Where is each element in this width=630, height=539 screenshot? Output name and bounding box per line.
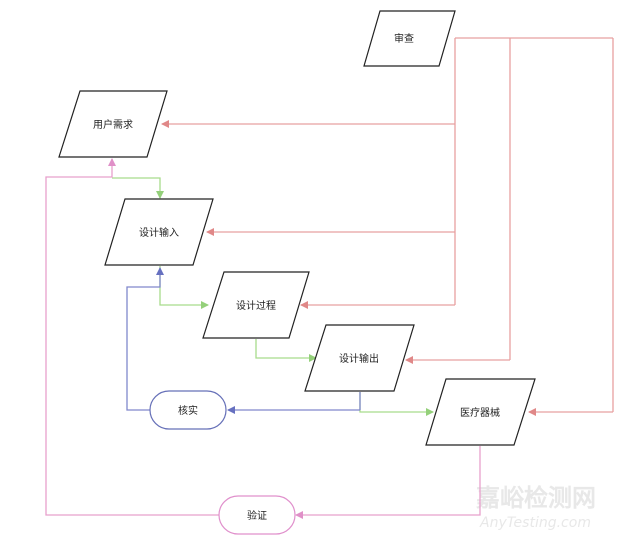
medical-device-label: 医疗器械 (460, 406, 500, 419)
arrow-validation-to-user-needs (45, 158, 219, 516)
verification-label: 核实 (178, 404, 198, 417)
node-verification[interactable]: 核实 (149, 390, 227, 430)
arrow-verification-to-input (126, 267, 164, 411)
watermark-cn: 嘉峪检测网 (476, 484, 596, 512)
design-output-label: 设计输出 (339, 352, 379, 365)
design-output-shape (304, 324, 415, 392)
arrow-output-to-device (359, 392, 434, 416)
user-needs-shape (58, 90, 168, 158)
node-validation[interactable]: 验证 (218, 495, 296, 535)
arrow-user-needs-to-input (112, 177, 164, 199)
design-process-shape (202, 271, 310, 339)
node-design-input[interactable]: 设计输入 (104, 198, 214, 266)
arrow-input-to-process (159, 266, 209, 309)
review-label: 审查 (394, 32, 414, 45)
verification-shape (149, 390, 227, 430)
node-review[interactable]: 审查 (363, 10, 456, 67)
medical-device-shape (425, 378, 536, 446)
arrow-device-to-validation (295, 446, 481, 519)
arrow-process-to-output (255, 339, 317, 362)
user-needs-label: 用户需求 (93, 118, 133, 131)
verification-arrows (126, 267, 361, 414)
review-arrows (161, 37, 614, 416)
watermark-en: AnyTesting.com (479, 515, 591, 531)
node-design-output[interactable]: 设计输出 (304, 324, 415, 392)
validation-shape (218, 495, 296, 535)
validation-arrows (45, 158, 481, 519)
node-medical-device[interactable]: 医疗器械 (425, 378, 536, 446)
design-input-label: 设计输入 (139, 226, 179, 239)
review-shape (363, 10, 456, 67)
design-input-shape (104, 198, 214, 266)
validation-label: 验证 (247, 509, 267, 522)
design-process-label: 设计过程 (236, 299, 276, 312)
node-design-process[interactable]: 设计过程 (202, 271, 310, 339)
node-user-needs[interactable]: 用户需求 (58, 90, 168, 158)
